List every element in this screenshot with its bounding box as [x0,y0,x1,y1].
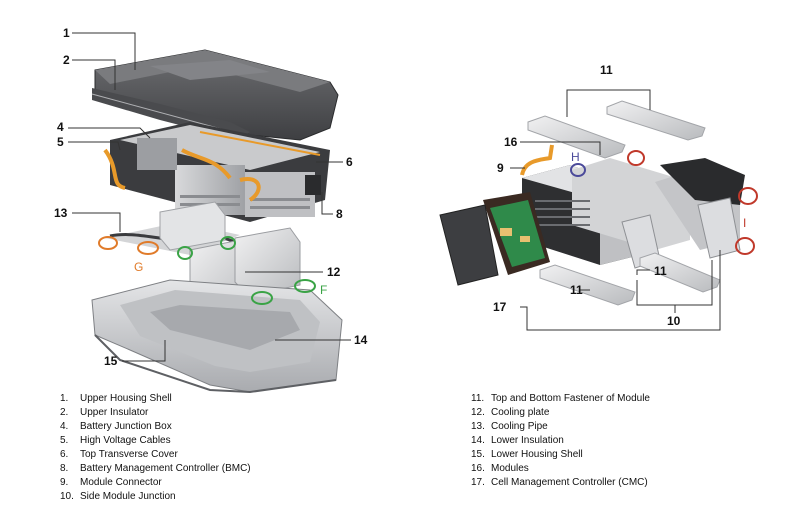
annotation-letters: G F H I [134,150,746,297]
annotation-g: G [134,260,143,274]
module-cells [535,200,590,226]
callout-11-top: 11 [600,63,613,77]
top-fasteners [527,100,706,159]
callout-5: 5 [57,135,64,149]
cmc-cover [439,204,499,286]
legend-item: 14.Lower Insulation [471,435,564,446]
bmc-unit [305,175,321,195]
module-stack [522,158,745,265]
bottom-fasteners [539,252,721,306]
annotation-f: F [320,283,327,297]
legend-item: 2.Upper Insulator [60,407,149,418]
legend-right: 11.Top and Bottom Fastener of Module 12.… [471,392,650,490]
battery-junction-box [137,138,177,170]
callout-6: 6 [346,155,353,169]
module-connector [520,144,554,176]
legend-item: 16.Modules [471,463,529,474]
annotation-h: H [571,150,580,164]
callout-2: 2 [63,53,70,67]
callout-8: 8 [336,207,343,221]
leader-lines-right [510,89,721,331]
callout-16: 16 [504,135,518,149]
legend-item: 11.Top and Bottom Fastener of Module [471,393,650,404]
legend-left: 1.Upper Housing Shell 2.Upper Insulator … [60,392,251,504]
leader-lines-left [68,32,351,362]
callout-15: 15 [104,354,118,368]
legend-item: 12.Cooling plate [471,407,550,418]
callout-13: 13 [54,206,68,220]
callout-9: 9 [497,161,504,175]
cmc-board [483,192,550,275]
high-voltage-cables [103,148,261,202]
callout-11-mid: 11 [654,264,667,278]
callout-11-bottom: 11 [570,283,583,297]
callout-12: 12 [327,265,341,279]
callout-numbers: 1 2 4 5 6 8 13 12 14 15 11 16 9 11 11 10… [54,26,681,368]
legend-item: 8.Battery Management Controller (BMC) [60,463,251,474]
callout-17: 17 [493,300,507,314]
legend-item: 5.High Voltage Cables [60,435,171,446]
legend-item: 13.Cooling Pipe [471,421,548,432]
upper-housing-shell [94,49,339,141]
annotation-rings-right [570,150,758,255]
legend-item: 9.Module Connector [60,477,162,488]
legend-item: 4.Battery Junction Box [60,421,172,432]
annotation-rings-left [98,236,316,305]
legend-item: 6.Top Transverse Cover [60,449,178,460]
legend-item: 17.Cell Management Controller (CMC) [471,477,648,488]
legend-item: 15.Lower Housing Shell [471,449,583,460]
legend-item: 1.Upper Housing Shell [60,393,172,404]
annotation-i: I [743,216,746,230]
callout-14: 14 [354,333,368,347]
side-module-junction [660,158,745,205]
lower-housing-shell [91,279,343,394]
callout-1: 1 [63,26,70,40]
legend-item: 10.Side Module Junction [60,491,176,502]
callout-4: 4 [57,120,64,134]
callout-10: 10 [667,314,681,328]
